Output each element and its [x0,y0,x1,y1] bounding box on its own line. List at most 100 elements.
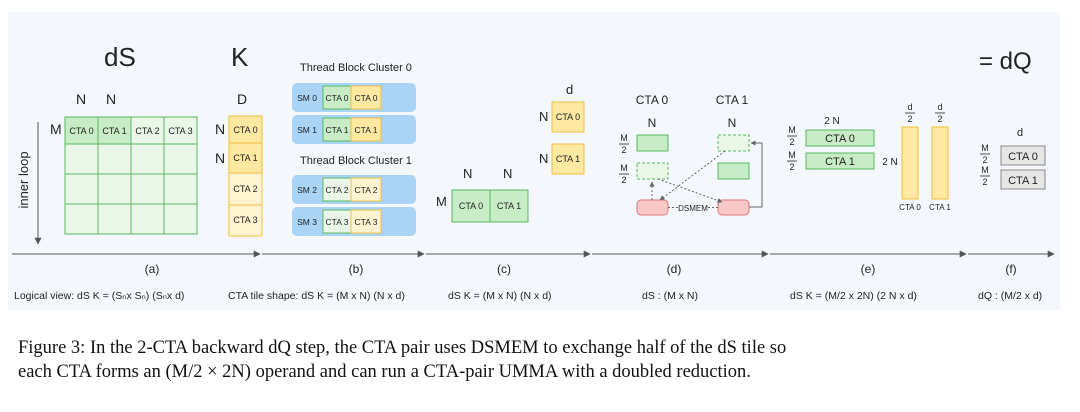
frac-m2-d1: M 2 [619,133,629,155]
k-tile-cta0 [228,115,263,144]
d-cta1-bottom-half [717,162,750,180]
k-heading: K [231,42,249,72]
n-label-d2: N [728,116,737,130]
d-label-f: d [1017,127,1023,139]
n-label-a1: N [76,91,86,107]
c-k-cta1 [551,143,585,175]
e-k-cta0 [901,126,919,200]
ds-cta1-label: CTA 1 [102,126,126,136]
figure-caption: Figure 3: In the 2-CTA backward dQ step,… [18,336,1068,384]
d-cta1-top-half [717,134,750,152]
b-k-cta0: CTA 0 [355,93,378,103]
bottom-e: dS K = (M/2 x 2N) (2 N x d) [790,290,917,302]
d-cta0-bottom-half [636,162,669,180]
k-tile-cta3 [228,204,263,237]
c-ds-cta0-label: CTA 0 [459,201,483,211]
two-n-label-e2: 2 N [882,157,898,168]
d-cta0-top-half [636,134,669,152]
frac-m2-e2: M 2 [787,150,797,172]
e-k-cta0-label: CTA 0 [899,203,921,212]
frac-m2-f1: M 2 [980,143,990,165]
sm0-label: SM 0 [297,93,317,103]
f-dq-cta1-label: CTA 1 [1008,175,1038,187]
cluster1-label: Thread Block Cluster 1 [300,155,412,167]
frac-d2-e2: d 2 [935,102,945,124]
ds-grid: CTA 0 CTA 1 CTA 2 CTA 3 [64,116,198,235]
b-ds-cta3: CTA 3 [326,217,349,227]
b-ds-cta2: CTA 2 [326,185,349,195]
e-ds-cta1-label: CTA 1 [825,156,855,168]
panel-a-label: (a) [145,262,160,276]
svg-text:M: M [788,125,796,135]
f-dq-cta0-label: CTA 0 [1008,151,1038,163]
cluster1: SM 2 SM 3 CTA 2 CTA 2 CTA 3 CTA 3 [292,175,416,236]
ds-cta0-label: CTA 0 [69,126,93,136]
k-cta2-label: CTA 2 [233,184,257,194]
cluster0-label: Thread Block Cluster 0 [300,62,412,74]
frac-m2-d2: M 2 [619,163,629,185]
d-label-a: D [237,91,247,107]
svg-text:2: 2 [982,155,987,165]
n-label-d1: N [648,116,657,130]
f-dq-cta0 [1000,145,1046,166]
svg-text:d: d [937,102,942,112]
b-k-cta3: CTA 3 [355,217,378,227]
ds-cta3-label: CTA 3 [168,126,192,136]
c-k-cta0 [551,101,585,133]
two-n-label-e: 2 N [824,116,840,127]
n-label-a2: N [106,91,116,107]
svg-text:2: 2 [621,145,626,155]
panel-f-label: (f) [1005,262,1016,276]
b-k-cta2: CTA 2 [355,185,378,195]
n-label-c-k0: N [539,109,548,124]
svg-text:2: 2 [789,162,794,172]
b-ds-cta0: CTA 0 [326,93,349,103]
d-cta0-heading: CTA 0 [636,93,669,107]
svg-text:M: M [620,133,628,143]
frac-d2-e1: d 2 [905,102,915,124]
b-k-cta1: CTA 1 [355,125,378,135]
svg-text:2: 2 [937,114,942,124]
d-smem-cta0 [636,199,669,216]
panel-e-label: (e) [861,262,876,276]
svg-text:2: 2 [982,177,987,187]
svg-text:M: M [981,165,989,175]
d-label-c: d [566,82,573,97]
panel-b-label: (b) [349,262,364,276]
e-ds-cta1 [805,152,875,170]
svg-text:2: 2 [907,114,912,124]
sm1-label: SM 1 [297,125,317,135]
c-k-cta0-label: CTA 0 [556,112,580,122]
frac-m2-e1: M 2 [787,125,797,147]
k-tile-cta2 [228,172,263,206]
k-cta1-label: CTA 1 [233,153,257,163]
m-label-a: M [50,121,62,137]
f-dq-cta1 [1000,169,1046,190]
d-cta1-heading: CTA 1 [716,93,749,107]
e-k-cta1-label: CTA 1 [929,203,951,212]
bottom-d: dS : (M x N) [642,290,698,302]
svg-text:2: 2 [789,137,794,147]
bottom-f: dQ : (M/2 x d) [978,290,1042,302]
caption-line-2: each CTA forms an (M/2 × 2N) operand and… [18,362,751,382]
panel-d-label: (d) [667,262,682,276]
n-label-c1: N [463,166,472,181]
k-column: N N CTA 0 CTA 1 CTA 2 CTA 3 [215,115,263,237]
ds-heading: dS [104,42,136,72]
ds-cta2-label: CTA 2 [135,126,159,136]
bottom-c: dS K = (M x N) (N x d) [448,290,552,302]
n-label-c-k1: N [539,151,548,166]
panel-c-label: (c) [497,262,511,276]
frac-m2-f2: M 2 [980,165,990,187]
m-label-c: M [436,194,447,209]
n-label-k0: N [215,121,225,137]
dsmem-label: DSMEM [678,204,708,213]
c-ds-cta1 [489,189,529,223]
bottom-b: CTA tile shape: dS K = (M x N) (N x d) [228,290,405,302]
b-ds-cta1: CTA 1 [326,125,349,135]
cluster0: SM 0 SM 1 CTA 0 CTA 0 CTA 1 CTA 1 [292,83,416,144]
k-cta0-label: CTA 0 [233,125,257,135]
inner-loop-label: inner loop [16,151,31,208]
bottom-a: Logical view: dS K = (Sₙx Sₙ) (Sₙx d) [14,290,184,302]
svg-text:M: M [620,163,628,173]
